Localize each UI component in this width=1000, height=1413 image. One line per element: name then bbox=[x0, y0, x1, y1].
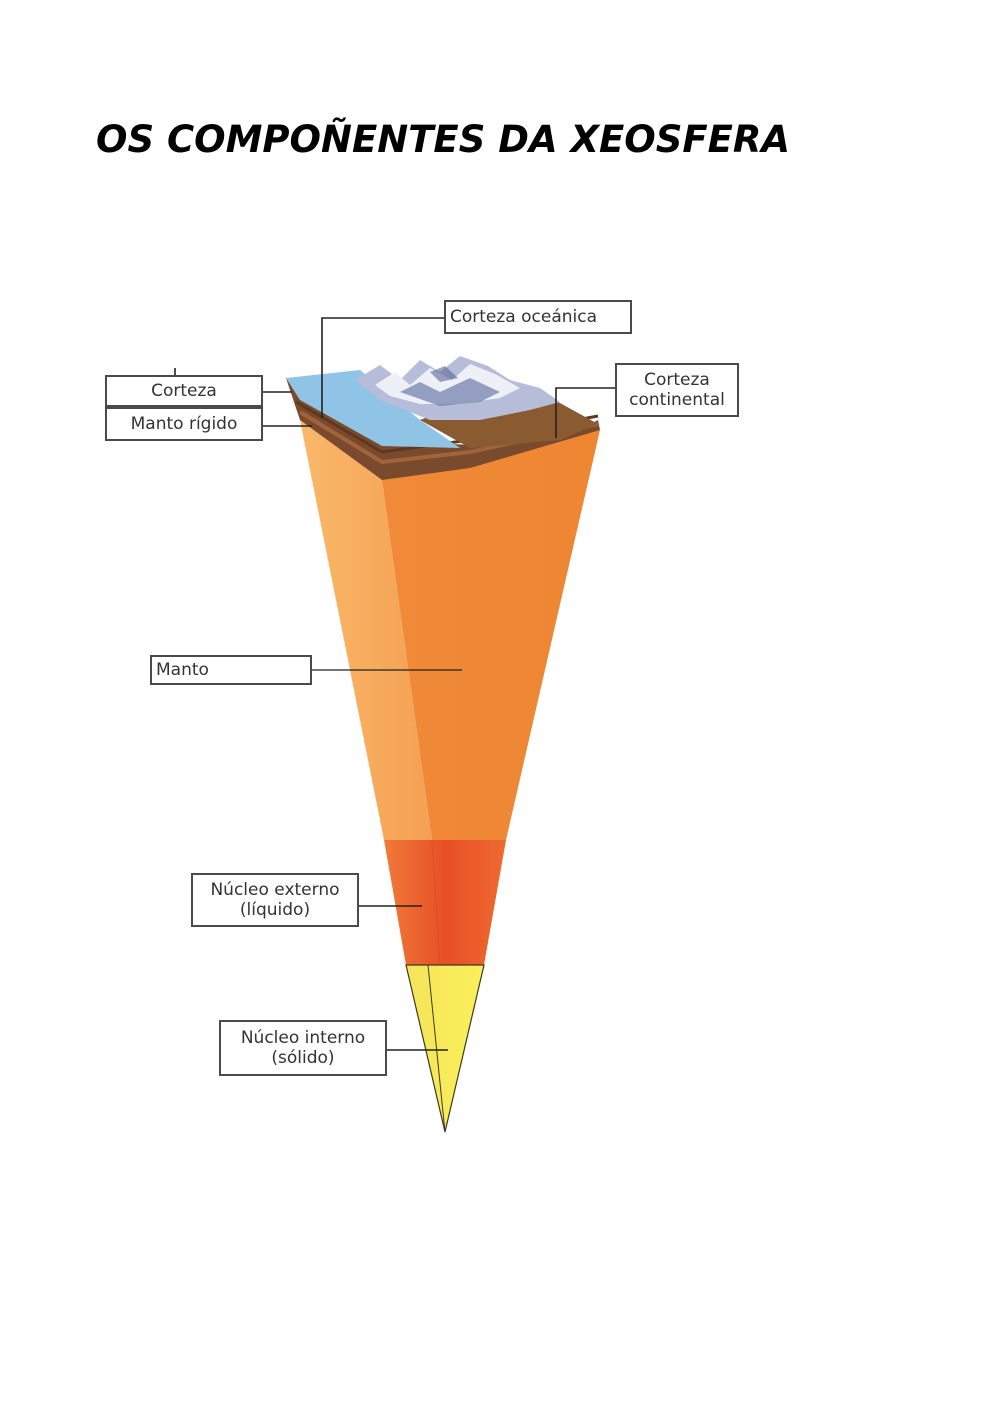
label-nucleo-interno: Núcleo interno (sólido) bbox=[219, 1020, 387, 1076]
outer-core bbox=[384, 840, 506, 965]
label-corteza: Corteza bbox=[105, 375, 263, 407]
inner-core bbox=[405, 964, 485, 1133]
label-nucleo-externo: Núcleo externo (líquido) bbox=[191, 873, 359, 927]
crust-layer bbox=[286, 378, 600, 480]
label-corteza-oceanica: Corteza oceánica bbox=[444, 300, 632, 334]
leader-lines bbox=[174, 317, 616, 1051]
mountains bbox=[355, 356, 560, 420]
label-manto: Manto bbox=[150, 655, 312, 685]
mantle-right-face bbox=[382, 430, 600, 840]
label-corteza-continental: Corteza continental bbox=[615, 363, 739, 417]
label-manto-rigido: Manto rígido bbox=[105, 407, 263, 441]
ocean-surface bbox=[286, 370, 460, 448]
mantle-left-face bbox=[300, 420, 432, 840]
page-title: OS COMPOÑENTES DA XEOSFERA bbox=[96, 118, 791, 161]
